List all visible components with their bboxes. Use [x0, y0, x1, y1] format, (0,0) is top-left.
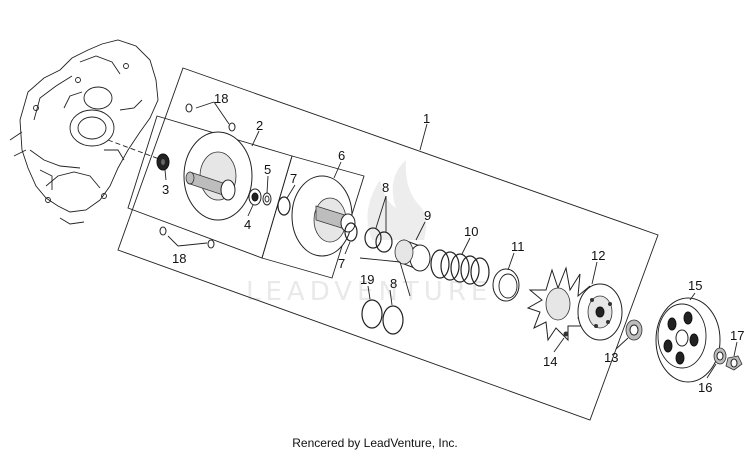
nut-part-17 [725, 355, 743, 371]
callout-11: 11 [511, 239, 525, 254]
callout-6: 6 [338, 148, 345, 163]
o-ring-part-7-b [344, 222, 358, 242]
washer-part-3 [156, 153, 170, 171]
callout-15: 15 [688, 278, 702, 293]
callout-8-upper: 8 [382, 180, 389, 195]
callout-13: 13 [604, 350, 618, 365]
o-rings-part-8-lower [361, 299, 404, 335]
o-ring-part-7-a [277, 196, 291, 216]
callout-5: 5 [264, 162, 271, 177]
axis-line [107, 139, 163, 161]
callout-7-lower: 7 [338, 256, 345, 271]
collar-part-9 [394, 239, 431, 272]
callout-19: 19 [360, 272, 374, 287]
clutch-part-12 [526, 266, 623, 342]
driven-face-boundary [261, 155, 365, 279]
callout-18-upper: 18 [214, 91, 228, 106]
pin-part-14 [563, 331, 569, 337]
ring-part-5 [262, 192, 272, 206]
callout-8-lower: 8 [390, 276, 397, 291]
drive-pulley-part-2 [183, 131, 253, 221]
assembly-boundary [117, 67, 659, 421]
engine-casing [9, 39, 159, 225]
callout-9: 9 [424, 208, 431, 223]
credit-text: Rencered by LeadVenture, Inc. [292, 436, 458, 450]
callout-18-lower: 18 [172, 251, 186, 266]
callout-7-upper: 7 [290, 171, 297, 186]
callout-14: 14 [543, 354, 557, 369]
callout-16: 16 [698, 380, 712, 395]
washer-part-16 [713, 347, 727, 365]
callout-2: 2 [256, 118, 263, 133]
screws-part-18 [159, 103, 236, 249]
callout-labels: 1 2 3 4 5 6 7 7 8 8 9 10 11 12 13 14 15 … [162, 91, 744, 395]
spring-part-10 [430, 249, 490, 287]
callout-4: 4 [244, 217, 251, 232]
driven-face-part-6 [291, 175, 356, 257]
o-rings-part-8-upper [364, 227, 393, 253]
callout-17: 17 [730, 328, 744, 343]
leader-lines [164, 101, 738, 379]
seal-part-11 [492, 268, 520, 302]
bushing-part-4 [248, 188, 262, 206]
nut-part-13 [625, 319, 643, 341]
callout-3: 3 [162, 182, 169, 197]
callout-10: 10 [464, 224, 478, 239]
callout-1: 1 [423, 111, 430, 126]
clutch-bell-part-15 [655, 297, 721, 383]
callout-12: 12 [591, 248, 605, 263]
watermark: LEADVENTURE [246, 160, 487, 307]
